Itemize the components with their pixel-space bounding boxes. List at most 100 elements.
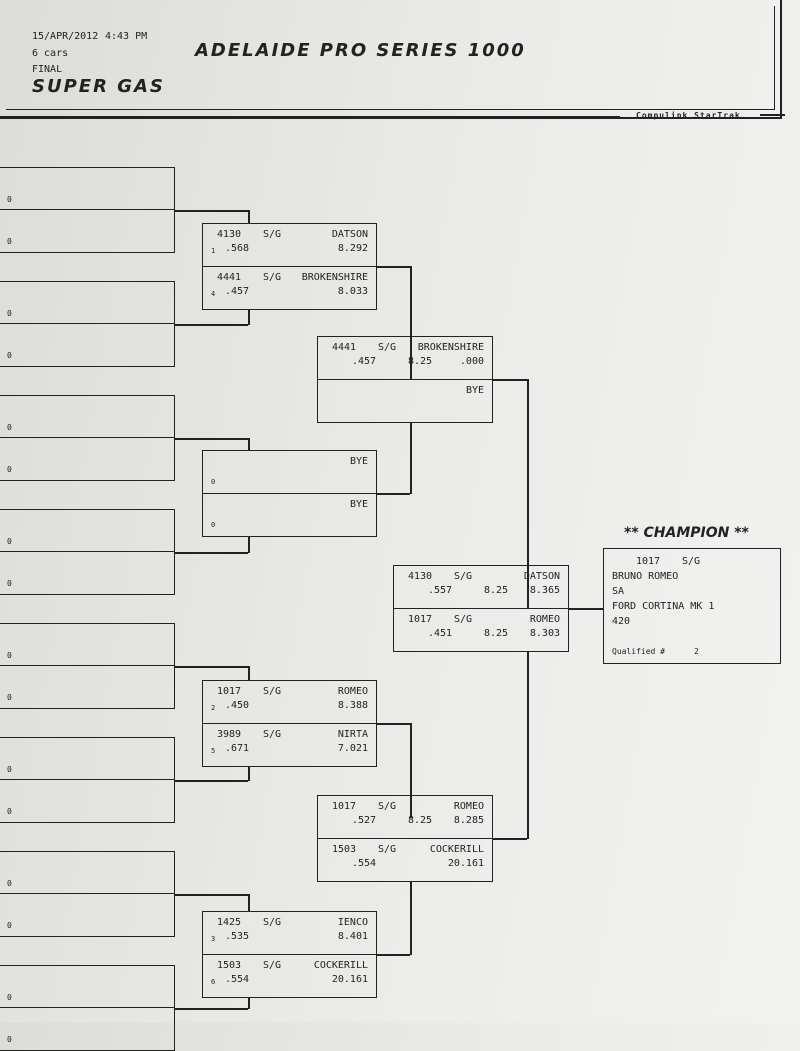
entry-reaction-time: .557	[428, 585, 453, 596]
connector-line	[175, 780, 248, 782]
connector-line	[175, 438, 248, 440]
round2-slot-bot: BYE 0	[203, 494, 376, 537]
entry-elapsed-time: 8.285	[453, 815, 484, 826]
connector-line	[248, 210, 250, 224]
entry-class: S/G	[454, 613, 473, 625]
entry-reaction-time: .535	[225, 931, 250, 942]
entry-reaction-time: .451	[428, 627, 453, 639]
connector-line	[175, 210, 248, 212]
round1-seed: 0	[7, 651, 12, 660]
champion-class: S/G	[682, 556, 701, 567]
entry-seed: 1	[211, 247, 216, 255]
entry-name: ROMEO	[337, 686, 368, 697]
entry-name: BROKENSHIRE	[301, 271, 368, 283]
connector-line	[248, 438, 250, 451]
round-name: FINAL	[32, 64, 63, 75]
round1-slot: 0	[0, 168, 174, 210]
connector-line	[248, 767, 250, 781]
entry-number: 1503	[217, 959, 242, 971]
entry-elapsed-time: 20.161	[447, 857, 484, 869]
entry-seed: 2	[211, 704, 216, 712]
entry-seed: 3	[211, 935, 216, 943]
event-title: ADELAIDE PRO SERIES 1000	[195, 40, 526, 61]
entry-number: 1017	[217, 686, 242, 697]
entry-seed: 0	[211, 478, 216, 486]
entry-reaction-time: .671	[225, 742, 250, 754]
round1-slot: 0	[0, 738, 174, 780]
entry-class: S/G	[263, 229, 282, 240]
entry-name: BYE	[349, 498, 368, 510]
round1-seed: 0	[7, 879, 12, 888]
champion-qualified-value: 2	[694, 647, 699, 656]
entry-name: COCKERILL	[313, 959, 368, 971]
entry-class: S/G	[378, 801, 397, 812]
entry-dial-in: 8.25	[484, 627, 509, 639]
entry-seed: 0	[211, 520, 216, 529]
connector-line	[569, 608, 603, 610]
round1-seed: 0	[7, 807, 12, 816]
header-frame	[0, 0, 782, 119]
connector-line	[175, 552, 248, 554]
entry-name: COCKERILL	[429, 843, 484, 855]
entry-dial-in: 8.25	[408, 356, 433, 367]
round1-seed: 0	[7, 921, 12, 930]
round1-seed: 0	[7, 465, 12, 474]
connector-line	[377, 266, 410, 268]
entry-elapsed-time: 8.365	[529, 585, 560, 596]
connector-line	[248, 666, 250, 681]
entry-reaction-time: .527	[352, 815, 377, 826]
entry-name: ROMEO	[453, 801, 484, 812]
round1-slot: 0	[0, 324, 174, 366]
connector-line	[493, 838, 527, 840]
event-date: 15/APR/2012	[32, 31, 99, 42]
round1-slot: 0	[0, 1008, 174, 1050]
entry-reaction-time: .568	[225, 243, 250, 254]
entry-name: ROMEO	[529, 613, 560, 625]
connector-line	[248, 310, 250, 325]
entry-reaction-time: .457	[225, 285, 250, 297]
round1-seed: 0	[7, 423, 12, 432]
entry-name: NIRTA	[337, 728, 368, 740]
connector-line	[410, 882, 412, 955]
round1-seed: 0	[7, 993, 12, 1002]
entry-class: S/G	[263, 917, 282, 928]
round1-seed: 0	[7, 195, 12, 204]
entry-number: 4441	[332, 342, 357, 353]
round1-slot: 0	[0, 666, 174, 708]
entry-class: S/G	[454, 571, 473, 582]
connector-line	[410, 723, 412, 818]
connector-line	[410, 423, 412, 494]
entry-elapsed-time: 8.388	[337, 700, 368, 711]
entry-number: 1425	[217, 917, 242, 928]
champion-state: SA	[612, 586, 625, 597]
entry-number: 1503	[332, 843, 357, 855]
header-rule-left	[0, 116, 620, 118]
entry-dial-in: 8.25	[408, 815, 433, 826]
round1-seed: 0	[7, 237, 12, 246]
connector-line	[377, 493, 410, 495]
connector-line	[175, 666, 248, 668]
round1-slot: 0	[0, 966, 174, 1008]
champion-box: 1017 S/G BRUNO ROMEO SA FORD CORTINA MK …	[603, 548, 781, 664]
entry-class: S/G	[263, 271, 282, 283]
round1-slot: 0	[0, 552, 174, 594]
connector-line	[527, 379, 529, 609]
round1-slot: 0	[0, 624, 174, 666]
round1-slot: 0	[0, 780, 174, 822]
entry-class: S/G	[263, 959, 282, 971]
connector-line	[248, 537, 250, 553]
event-time: 4:43 PM	[105, 31, 148, 42]
